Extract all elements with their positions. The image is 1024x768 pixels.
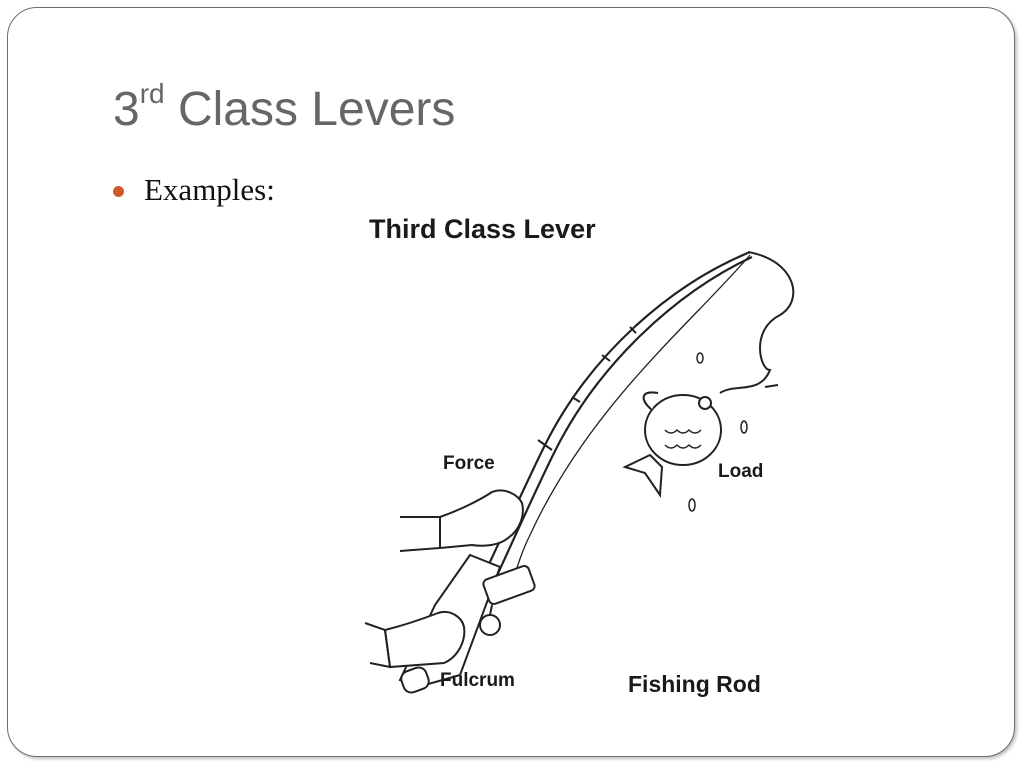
title-superscript: rd	[139, 78, 165, 109]
rod-guide-2	[601, 354, 611, 362]
load-label: Load	[718, 461, 763, 482]
rod-guide-4	[537, 439, 553, 451]
rod-butt-cap	[400, 666, 430, 694]
fish-eye	[698, 396, 712, 410]
figure-caption: Fishing Rod	[628, 671, 761, 697]
fishing-rod-drawing: Third Class Lever	[364, 214, 795, 697]
bullet-text: Examples:	[144, 172, 275, 207]
splash-mark	[764, 384, 779, 388]
droplet-3	[688, 498, 696, 512]
fishing-line	[719, 251, 795, 394]
rod-guide-3	[571, 396, 581, 403]
reel-body	[482, 564, 536, 606]
title-text: Class Levers	[164, 83, 456, 136]
upper-sleeve	[399, 516, 441, 552]
reel-arm	[489, 604, 493, 616]
droplet-2	[740, 420, 748, 434]
force-label: Force	[443, 453, 495, 474]
fish-body	[644, 394, 722, 466]
fish-scales	[664, 429, 702, 449]
slide-frame	[7, 7, 1015, 757]
fishing-line-inner	[509, 254, 751, 591]
fulcrum-label: Fulcrum	[440, 670, 515, 691]
lower-sleeve	[364, 622, 392, 669]
bullet-item: Examples:	[113, 172, 275, 208]
lever-illustration: Third Class Lever	[340, 205, 810, 705]
title-number: 3	[113, 83, 140, 136]
fish-fin	[642, 391, 659, 411]
upper-hand	[439, 489, 524, 550]
slide-title: 3rd Class Levers	[113, 80, 456, 136]
lower-hand	[383, 611, 466, 669]
rod-guide-1	[629, 326, 637, 334]
fish-tail	[622, 453, 664, 498]
bullet-dot-icon	[113, 185, 124, 197]
figure-heading: Third Class Lever	[369, 214, 596, 244]
reel-knob	[479, 614, 501, 636]
droplet-1	[696, 352, 704, 364]
